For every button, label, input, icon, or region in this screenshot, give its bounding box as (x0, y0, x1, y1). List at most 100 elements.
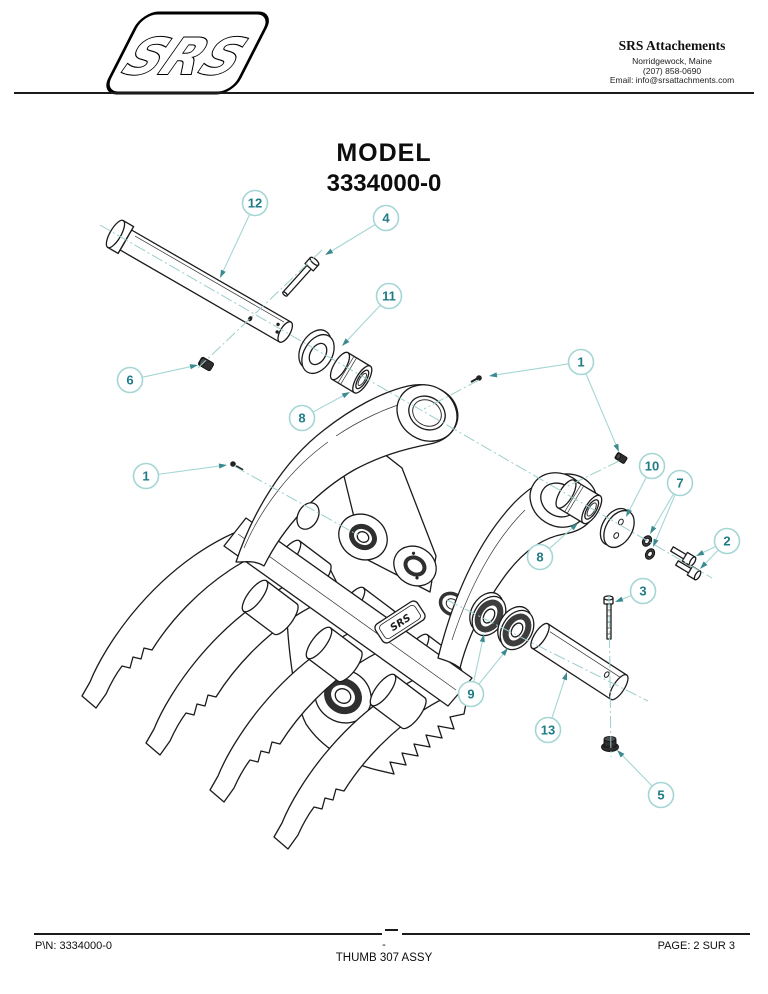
balloon-13: 13 (534, 672, 567, 744)
bolt-3 (603, 595, 614, 640)
balloon-7-number: 7 (676, 476, 683, 491)
header-rule (14, 92, 754, 95)
balloon-7-arrowhead (653, 538, 659, 547)
bracket-boss-1 (338, 513, 388, 561)
balloon-8-right: 8 (526, 523, 578, 571)
balloon-8-right-leader (549, 526, 574, 549)
balloon-2: 2 (696, 527, 741, 569)
balloon-5-leader (620, 753, 653, 787)
left-arm (235, 384, 459, 567)
balloon-4-circle (372, 204, 400, 232)
centerlines (99, 224, 713, 758)
centerline-6 (446, 599, 649, 702)
balloon-10-number: 10 (645, 459, 659, 474)
balloon-1-right-circle (567, 348, 595, 376)
tube-12b (241, 579, 299, 636)
balloon-1-left-leader (158, 465, 222, 475)
balloon-4-arrowhead (325, 248, 334, 255)
balloon-5-number: 5 (657, 788, 664, 803)
balloon-1-left-arrowhead (218, 463, 227, 469)
nut-5 (601, 736, 619, 752)
lock-washer-7b (644, 548, 656, 560)
balloon-9-number: 9 (467, 687, 474, 702)
balloon-8-top-number: 8 (298, 411, 305, 426)
grease-fitting-nut (614, 452, 628, 464)
balloon-1-left-number: 1 (142, 469, 149, 484)
balloon-1-left: 1 (132, 462, 227, 490)
balloon-6-number: 6 (126, 373, 133, 388)
balloon-1-right: 1 (489, 348, 619, 452)
arm-lightening-hole (296, 502, 320, 530)
footer-assembly-name: THUMB 307 ASSY (335, 952, 433, 964)
balloon-10-leader (628, 477, 647, 512)
footer-rule-left (34, 933, 382, 936)
balloon-2-arrowhead (700, 561, 708, 569)
footer-gap-dash (385, 929, 398, 932)
balloon-8-right-arrowhead (570, 523, 578, 531)
balloon-2-leader (701, 546, 716, 554)
company-phone: (207) 858-0690 (642, 65, 702, 76)
balloon-5-circle (647, 781, 675, 809)
balloon-5-arrowhead (617, 750, 625, 758)
balloon-12-circle (241, 189, 269, 217)
balloon-9: 9 (457, 634, 508, 708)
balloon-6: 6 (116, 364, 198, 394)
company-name: SRS Attachements (618, 38, 726, 53)
centerline-3 (423, 379, 480, 410)
balloon-12-number: 12 (248, 196, 262, 211)
balloon-9-circle (457, 680, 485, 708)
balloon-4-leader (329, 224, 376, 253)
balloon-11-arrowhead (342, 338, 350, 346)
balloon-2-leader (703, 549, 719, 566)
balloon-4-number: 4 (382, 211, 390, 226)
center-bracket (338, 445, 437, 593)
balloon-13-arrowhead (562, 672, 567, 681)
keeper-disc-10 (599, 507, 635, 549)
balloon-8-right-number: 8 (536, 550, 543, 565)
page-title: MODEL 3334000-0 (0, 139, 768, 198)
tube-23b (305, 626, 363, 683)
balloon-9-arrowhead (500, 648, 508, 656)
balloon-3-number: 3 (639, 584, 646, 599)
balloon-8-top-circle (288, 404, 316, 432)
balloon-6-circle (116, 366, 144, 394)
bushing-8-right (555, 479, 603, 525)
balloon-10-circle (638, 452, 666, 480)
balloon-7-leader (654, 494, 676, 542)
balloon-2-circle (713, 527, 741, 555)
balloon-7: 7 (650, 469, 694, 547)
balloon-12-arrowhead (220, 269, 226, 278)
balloon-6-arrowhead (189, 364, 198, 370)
balloon-1-right-leader (585, 373, 618, 447)
tube-34b (369, 673, 427, 730)
balloon-6-leader (142, 365, 193, 378)
grease-fitting-left (230, 461, 244, 471)
centerline-2 (233, 465, 359, 536)
title-model: MODEL (336, 139, 432, 167)
company-email: Email: info@srsattachments.com (609, 75, 735, 85)
balloon-1-right-arrowhead (489, 372, 498, 378)
balloon-10-arrowhead (626, 508, 632, 517)
balloon-11-leader (345, 305, 381, 343)
balloon-13-number: 13 (541, 723, 555, 738)
balloon-1-right-number: 1 (577, 355, 584, 370)
balloon-5: 5 (617, 750, 675, 809)
balloon-9-arrowhead (479, 634, 485, 643)
srs-logo: SRS (106, 11, 269, 95)
balloon-7-circle (666, 469, 694, 497)
keeper-bolt-4 (282, 256, 320, 297)
body-srs-plate: SRS (374, 600, 426, 644)
company-block: SRS Attachements Norridgewock, Maine (20… (596, 38, 748, 86)
bushing-8-top (329, 351, 373, 394)
balloon-12: 12 (220, 189, 269, 278)
bracket-boss-2 (393, 545, 437, 587)
balloon-13-leader (551, 677, 566, 718)
title-number: 3334000-0 (326, 170, 442, 197)
balloon-2-arrowhead (696, 550, 705, 556)
balloon-1-left-circle (132, 462, 160, 490)
balloon-10: 10 (626, 452, 666, 517)
balloon-1-right-leader (494, 363, 569, 376)
